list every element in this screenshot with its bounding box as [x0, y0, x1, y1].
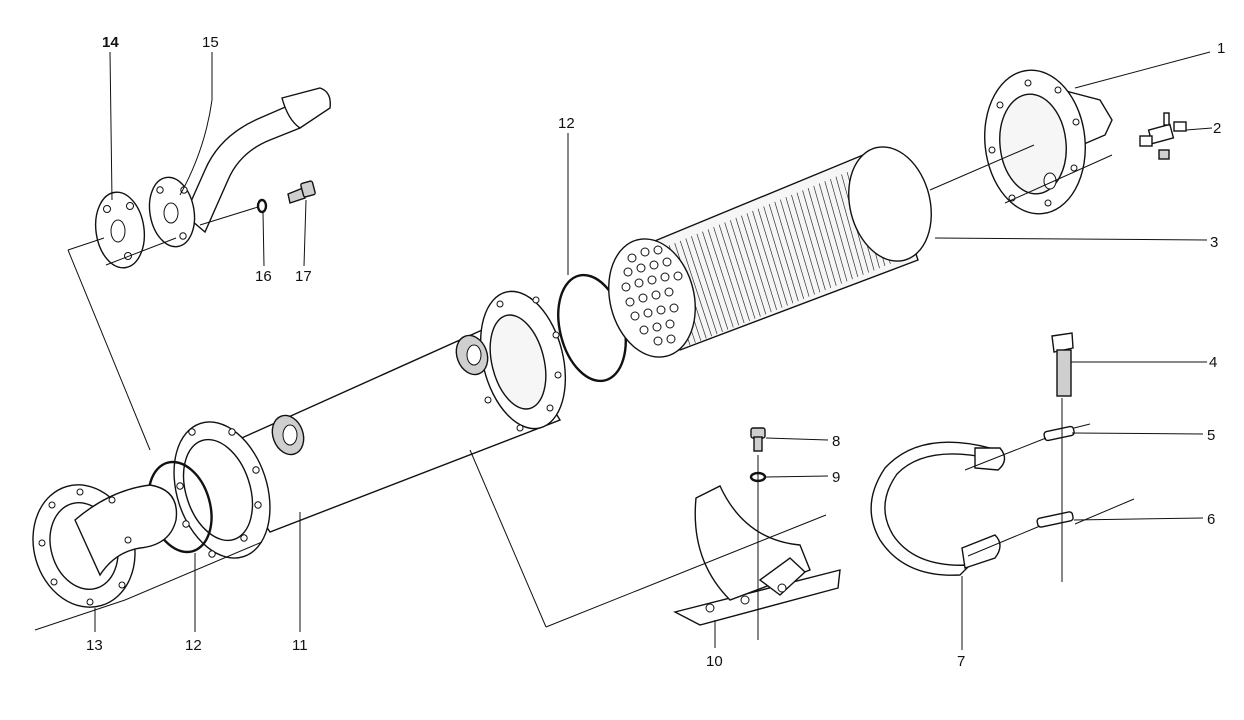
tube-fin	[685, 238, 718, 335]
tube-hole	[630, 311, 640, 321]
tube-fin	[702, 231, 734, 328]
tube-hole	[640, 247, 650, 257]
callout-16: 16	[255, 268, 272, 285]
tube-hole	[673, 271, 683, 281]
tube-fin	[791, 194, 821, 293]
part-2-valve	[1139, 112, 1187, 160]
part-11-shell	[173, 290, 567, 559]
tube-hole	[643, 308, 653, 318]
part-17-bolt	[287, 180, 316, 204]
tube-hole	[627, 253, 637, 263]
tube-hole	[660, 272, 670, 282]
tube-hole	[625, 297, 635, 307]
callout-17: 17	[295, 268, 312, 285]
tube-fin	[824, 181, 853, 280]
part-6-pin	[1036, 511, 1074, 528]
callout-14: 14	[102, 34, 119, 51]
part-7-clamp-band	[870, 441, 1006, 576]
tube-fin	[746, 213, 777, 310]
callout-2: 2	[1213, 120, 1221, 137]
callout-8: 8	[832, 433, 840, 450]
tube-hole	[662, 257, 672, 267]
leader-lines	[94, 51, 1213, 650]
part-10-support-bracket	[673, 485, 841, 626]
part-8-screw	[750, 427, 766, 452]
tube-fin	[796, 192, 826, 291]
callout-9: 9	[832, 469, 840, 486]
part-13-end-cover	[32, 484, 178, 608]
tube-fin	[763, 206, 794, 304]
tube-hole	[649, 260, 659, 270]
tube-fin	[735, 217, 767, 315]
tube-fin	[813, 185, 842, 284]
callout-3: 3	[1210, 234, 1218, 251]
callout-7: 7	[957, 653, 965, 670]
part-15-bent-pipe	[148, 87, 331, 248]
tube-hole	[634, 278, 644, 288]
callout-12-bottom: 12	[185, 637, 202, 654]
tube-hole	[636, 263, 646, 273]
part-4-long-bolt	[1051, 332, 1074, 397]
callout-6: 6	[1207, 511, 1215, 528]
tube-fin	[724, 222, 756, 319]
callout-1: 1	[1217, 40, 1225, 57]
callout-labels: 14 15 16 17 12 1 2 3 4 5 6 7 8 9 10 11 1…	[86, 34, 1225, 670]
tube-fin	[691, 236, 723, 332]
tube-hole	[639, 325, 649, 335]
tube-fin	[768, 204, 799, 302]
tube-hole	[665, 319, 675, 329]
tube-hole	[666, 334, 676, 344]
callout-15: 15	[202, 34, 219, 51]
tube-fin	[718, 224, 750, 321]
tube-hole	[621, 282, 631, 292]
tube-fin	[835, 176, 864, 275]
tube-hole	[653, 245, 663, 255]
part-3-tube-bundle	[608, 146, 932, 358]
tube-fin	[696, 233, 729, 330]
tube-hole	[652, 322, 662, 332]
tube-hole	[656, 305, 666, 315]
tube-fin	[785, 197, 815, 295]
callout-12-top: 12	[558, 115, 575, 132]
tube-fin	[679, 240, 712, 337]
tube-fin	[713, 226, 745, 324]
tube-sheet-holes	[621, 245, 683, 346]
tube-fin	[830, 178, 859, 278]
tube-fin	[818, 183, 848, 282]
callout-11: 11	[292, 637, 308, 654]
callout-4: 4	[1209, 354, 1217, 371]
part-1-end-flange	[984, 69, 1113, 215]
tube-fin	[780, 199, 810, 297]
tube-fin	[729, 220, 761, 317]
tube-hole	[669, 303, 679, 313]
tube-hole	[623, 267, 633, 277]
tube-hole	[638, 293, 648, 303]
callout-13: 13	[86, 637, 103, 654]
assembly-guide-lines	[34, 144, 1135, 640]
tube-fin	[807, 188, 837, 286]
part-5-pin	[1043, 425, 1075, 442]
part-16-washer	[256, 198, 268, 214]
part-14-gasket	[94, 191, 146, 269]
tube-fin	[774, 201, 805, 300]
tube-fin	[752, 210, 783, 308]
tube-hole	[653, 336, 663, 346]
tube-hole	[651, 290, 661, 300]
tube-fin	[741, 215, 772, 313]
callout-5: 5	[1207, 427, 1215, 444]
callout-10: 10	[706, 653, 723, 670]
tube-fin	[757, 208, 788, 306]
tube-hole	[647, 275, 657, 285]
tube-hole	[664, 287, 674, 297]
tube-fin	[802, 190, 832, 289]
tube-fin	[707, 229, 740, 326]
